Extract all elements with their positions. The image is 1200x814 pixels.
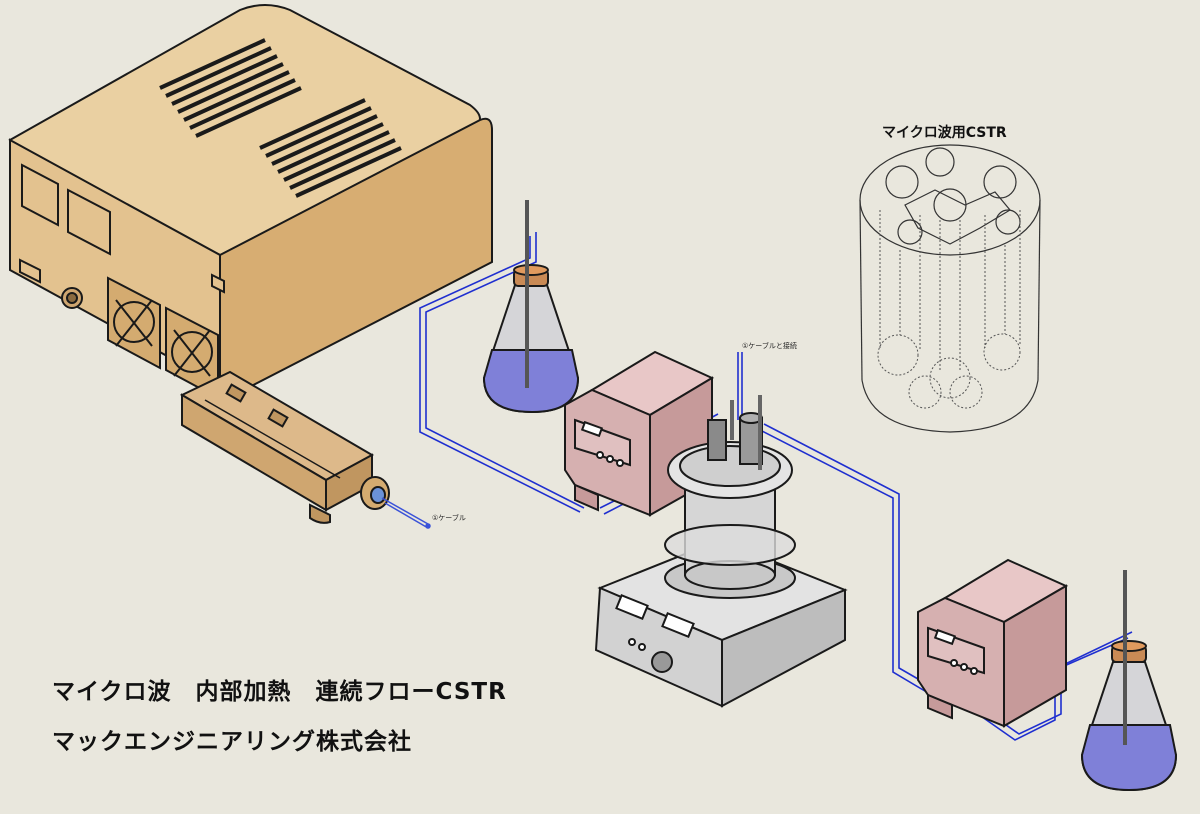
generator-front-panel bbox=[19, 163, 225, 309]
company-name: マックエンジニアリング株式会社 bbox=[52, 729, 412, 755]
generator-vents bbox=[159, 38, 402, 198]
flask-2 bbox=[1080, 570, 1178, 792]
cstr-caption: マイクロ波用CSTR bbox=[882, 125, 1007, 141]
pump-2 bbox=[917, 558, 1069, 728]
callout-cable: ①ケーブル bbox=[432, 514, 466, 522]
cable-out bbox=[381, 497, 431, 529]
cstr-hidden-lines bbox=[877, 210, 1021, 409]
microwave-generator bbox=[8, 4, 493, 398]
callout-cable-connect: ①ケーブルと接続 bbox=[742, 342, 797, 350]
reactor-vessel bbox=[664, 395, 796, 599]
cstr-wireframe bbox=[859, 144, 1041, 433]
waveguide bbox=[179, 370, 390, 524]
generator-fans bbox=[107, 276, 219, 400]
flask-1 bbox=[482, 200, 580, 414]
diagram-title: マイクロ波 内部加熱 連続フローCSTR bbox=[52, 679, 507, 705]
